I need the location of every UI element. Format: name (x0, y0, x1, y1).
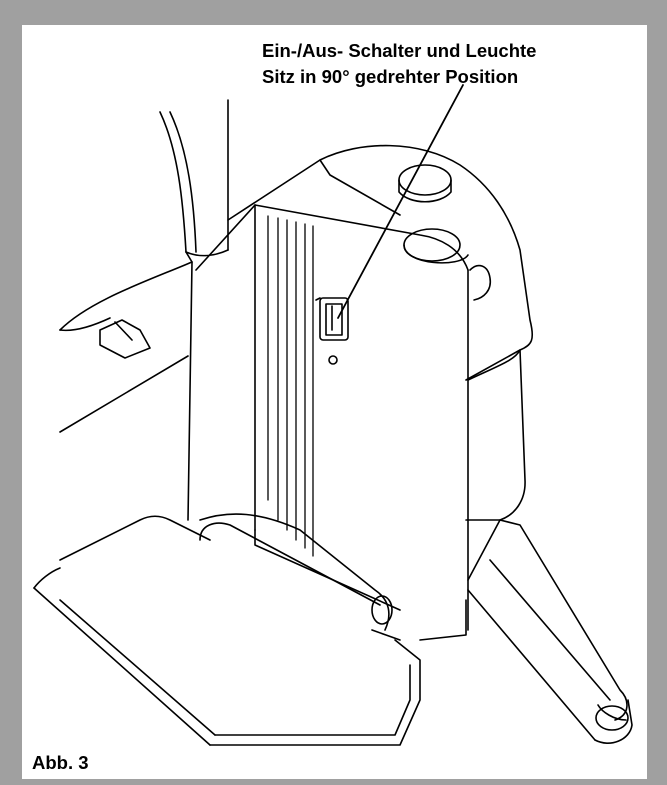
frame-border-right (647, 0, 667, 785)
callout-leader-line (337, 84, 464, 319)
callout-line-2: Sitz in 90° gedrehter Position (262, 66, 519, 87)
ribbed-panel (267, 215, 314, 557)
figure-caption: Abb. 3 (32, 752, 89, 773)
callout-line-1: Ein-/Aus- Schalter und Leuchte (262, 40, 537, 61)
support-arm (467, 519, 633, 744)
seat-backrest (59, 99, 229, 521)
frame-border-bottom (0, 779, 667, 785)
seat-clamp (59, 317, 189, 433)
power-switch (315, 297, 349, 365)
base-platform (33, 513, 467, 746)
column-top-caps (398, 164, 492, 301)
column-body (195, 144, 534, 631)
frame-border-left (0, 0, 22, 785)
callout-label: Ein-/Aus- Schalter und Leuchte Sitz in 9… (262, 38, 536, 90)
frame-border-top (0, 0, 667, 25)
